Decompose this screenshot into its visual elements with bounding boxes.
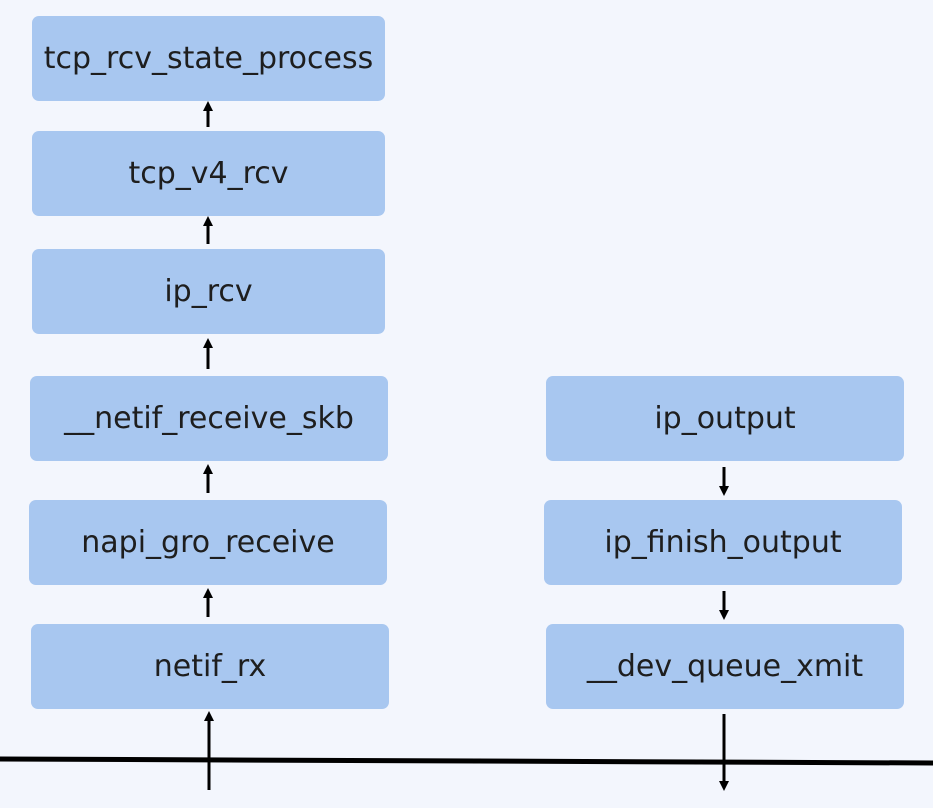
node-label: ip_output [654,401,796,436]
node-label: tcp_rcv_state_process [43,41,374,76]
node-tcp-rcv-state-process: tcp_rcv_state_process [32,16,385,101]
node-tcp-v4-rcv: tcp_v4_rcv [32,131,385,216]
node-label: ip_rcv [164,274,253,309]
node-ip-finish-output: ip_finish_output [544,500,902,585]
node-ip-rcv: ip_rcv [32,249,385,334]
node-label: __netif_receive_skb [64,401,354,436]
node-napi-gro-receive: napi_gro_receive [29,500,387,585]
node-dev-queue-xmit: __dev_queue_xmit [546,624,904,709]
network-line [0,756,933,766]
node-ip-output: ip_output [546,376,904,461]
node-label: __dev_queue_xmit [586,649,864,684]
node-netif-receive-skb: __netif_receive_skb [30,376,388,461]
node-label: tcp_v4_rcv [128,156,289,191]
node-label: napi_gro_receive [81,525,335,560]
node-label: netif_rx [153,649,267,684]
node-label: ip_finish_output [604,525,842,560]
node-netif-rx: netif_rx [31,624,389,709]
